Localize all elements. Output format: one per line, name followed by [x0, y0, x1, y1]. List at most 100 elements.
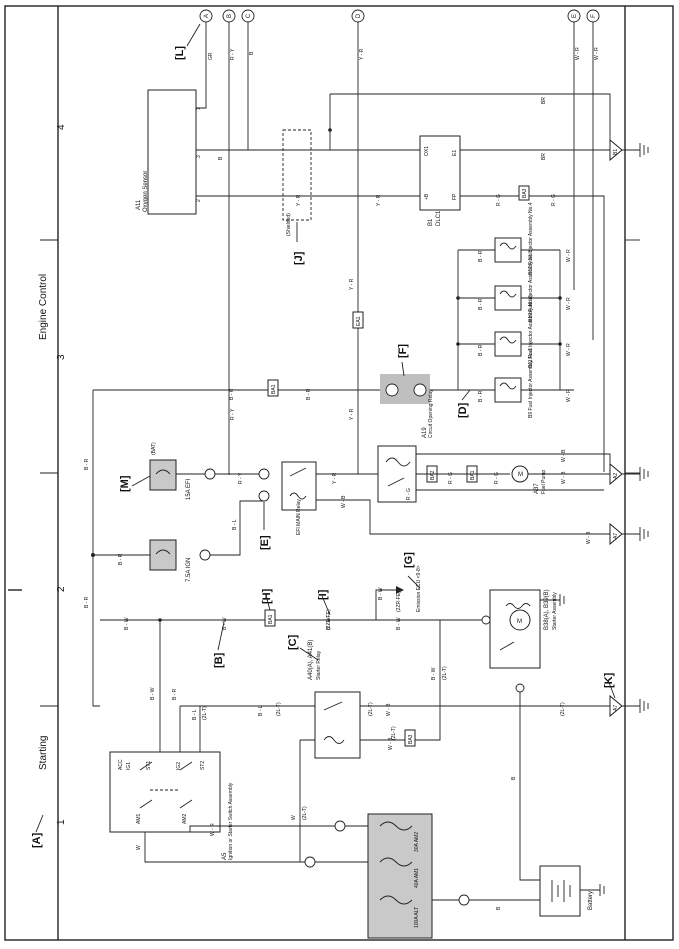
wire-label-br2: BR: [541, 153, 547, 160]
wire-efi-relay-wb: [316, 499, 610, 535]
circuit-opening-relay-box: [377, 445, 417, 503]
svg-text:D: D: [356, 13, 362, 18]
wire-label-br-ign: B - R: [118, 553, 124, 565]
connector-ba1-br-label: BA1: [271, 384, 277, 394]
connector-ea1-label: EA1: [356, 316, 362, 326]
callout-K: [K]: [603, 672, 615, 688]
callout-G: [G]: [403, 552, 415, 568]
wire-label-rg-cor: R - G: [406, 488, 412, 500]
ign-st1: ST1: [146, 761, 152, 770]
efi-main-relay-box: [281, 461, 317, 511]
callout-H-leader: [265, 595, 271, 611]
wire-label-wb-cor: W - B: [561, 449, 567, 462]
cor-switch: [387, 477, 405, 487]
wire-label-rg-fp2: R - G: [551, 194, 557, 206]
wire-br-left-bus: [92, 390, 100, 707]
efi-fuse-bat: (BAT): [151, 442, 157, 455]
ignition-switch-id: A5: [222, 852, 228, 860]
connector-ea1: [352, 311, 364, 329]
starter-conn-a: [481, 615, 491, 625]
callout-A-leader: [35, 814, 44, 833]
callout-A: [A]: [31, 832, 43, 848]
wire-label-wr-inj4: W - R: [566, 249, 572, 262]
wire-label-yr-top: Y - R: [359, 48, 365, 60]
wire-cor-yr: [357, 470, 378, 475]
fuse-am1-element: [379, 857, 413, 867]
wire-label-br-inj1: B - R: [478, 390, 484, 402]
cor-id: A19: [422, 427, 428, 438]
ground-A2: A2: [609, 462, 649, 486]
ign-st2: ST2: [200, 761, 206, 770]
ign-ig1: IG1: [126, 762, 132, 770]
ignition-switch-contact-4: [179, 799, 193, 809]
wire-label-gr: GR: [208, 52, 214, 60]
starter-relay-switch: [323, 701, 343, 711]
fuel-pump-id: A37: [534, 483, 540, 494]
wire-label-bw-3: B - W: [326, 617, 332, 630]
injector-3: B10 Fuel Injector Assembly No.3: [458, 249, 560, 322]
efi-fuse-label: 15A EFI: [186, 478, 192, 500]
svg-text:B12 Fuel Injector Assembly No.: B12 Fuel Injector Assembly No.4: [528, 202, 534, 275]
note-2lt-6: (2L-T): [302, 806, 308, 820]
top-connector-C: C: [241, 9, 255, 150]
wire-label-wr-f: W - R: [594, 47, 600, 60]
svg-text:A7: A7: [613, 705, 619, 711]
shielded-label: (Shielded): [286, 213, 292, 236]
wire-label-ry-efi: R - Y: [238, 472, 244, 484]
efi-relay-conn-bot: [258, 490, 270, 502]
emission-ecu-arrow: [396, 586, 404, 594]
ground-A7-upper: A7: [609, 522, 649, 546]
wire-label-b-ox: B: [218, 156, 224, 160]
column-number-3: 3: [56, 354, 67, 360]
callout-M-leader: [131, 475, 151, 487]
dlc1-fp: FP: [452, 193, 458, 200]
oxygen-sensor-id: A11: [136, 199, 142, 210]
callout-D-leader: [461, 389, 471, 401]
wire-label-rg-pump2: R - G: [494, 472, 500, 484]
callout-G-leader: [407, 575, 421, 589]
callout-K-leader: [607, 679, 616, 699]
connector-ba1-br: [267, 379, 279, 397]
efi-relay-coil: [289, 492, 307, 500]
column-ticks: [8, 239, 640, 707]
column-number-1: 1: [56, 819, 67, 825]
wire-label-yr-ox2: Y - R: [296, 194, 302, 206]
wire-oxy-gr: [196, 90, 207, 109]
wire-label-yr-mid: Y - R: [349, 278, 355, 290]
note-2lt-5: (2L-T): [391, 726, 397, 740]
note-2zr-1: (2ZR-FE): [326, 609, 332, 630]
wire-label-bw-1: B - W: [124, 617, 130, 630]
efi-fuse-element: [155, 469, 171, 475]
wire-label-wb-pump: W - B: [561, 471, 567, 484]
svg-text:B9 Fuel Injector Assembly No.1: B9 Fuel Injector Assembly No.1: [528, 348, 534, 418]
top-connector-F: F: [586, 9, 600, 340]
dlc1-label: DLC1: [436, 210, 442, 226]
connector-ba3-top: [518, 185, 530, 201]
wire-label-ry-top: R - Y: [230, 48, 236, 60]
oxygen-sensor-label: Oxygen Sensor: [143, 171, 149, 212]
wire-emission-ecu: [375, 589, 400, 620]
efi-main-relay-label: EFI MAIN Relay: [296, 499, 302, 535]
top-connector-B: B: [222, 9, 236, 475]
junction-F-right: [413, 383, 427, 397]
callout-F-leader: [401, 361, 405, 377]
svg-text:C: C: [246, 13, 252, 18]
starter-assembly-id: B38(A), B39(B): [544, 589, 550, 630]
callout-L: [L]: [174, 46, 186, 60]
shielded-box: [282, 129, 312, 221]
wire-label-wr-ign: W - R: [210, 823, 216, 836]
wire-label-br-ign2: B - R: [172, 688, 178, 700]
wire-label-w-relay: W: [291, 815, 297, 820]
wire-label-bw-4: B - W: [396, 617, 402, 630]
emission-ecu-label: Emission ECU <9-8>: [416, 565, 422, 612]
callout-C: [C]: [287, 634, 299, 650]
section-starting-label: Starting: [38, 736, 49, 770]
callout-J: [J]: [293, 251, 305, 265]
top-connector-E: E: [567, 9, 581, 290]
svg-text:B11 Fuel Injector Assembly No.: B11 Fuel Injector Assembly No.2: [528, 296, 534, 368]
ign-am1: AM1: [136, 814, 142, 825]
dlc1-box: [419, 135, 461, 211]
wire-label-rg-fp: R - G: [496, 194, 502, 206]
fuse-am1-label: 40A AM1: [414, 868, 420, 888]
fuse-am2-element: [379, 821, 413, 831]
